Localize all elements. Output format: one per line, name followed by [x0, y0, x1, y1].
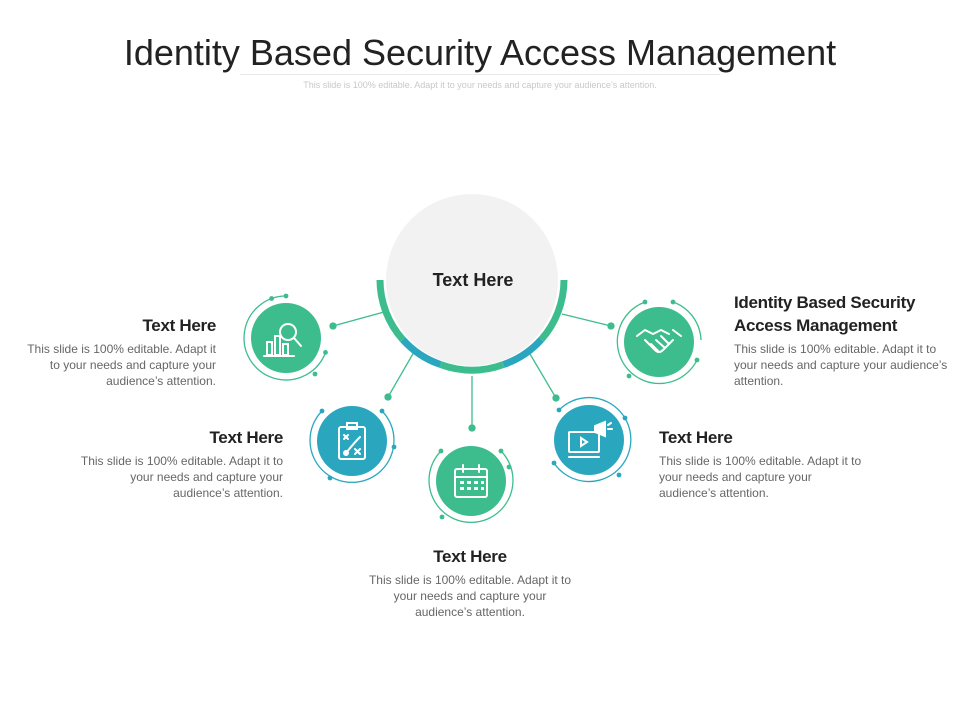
item-2-description: This slide is 100% editable. Adapt it to…: [80, 454, 283, 500]
node-3: [428, 446, 514, 523]
page-title: Identity Based Security Access Managemen…: [123, 32, 837, 73]
hub-ring-green-right: [538, 279, 568, 342]
connectors: [329, 311, 615, 432]
item-5-heading: Identity Based Security Access Managemen…: [734, 293, 916, 335]
item-3-heading: Text Here: [433, 547, 507, 566]
item-4-text: Text Here This slide is 100% editable. A…: [659, 426, 863, 501]
item-3-description: This slide is 100% editable. Adapt it to…: [368, 573, 572, 619]
hub-ring-teal-right: [502, 337, 544, 368]
hub-ring-teal-left: [400, 337, 442, 368]
item-2-text: Text Here This slide is 100% editable. A…: [80, 426, 283, 501]
item-1-heading: Text Here: [142, 316, 216, 335]
analytics-magnifier-icon: [263, 323, 302, 357]
hub-ring-green-left: [376, 279, 406, 342]
item-5-text: Identity Based Security Access Managemen…: [734, 291, 948, 389]
node-2: [309, 406, 397, 483]
page-subtitle: This slide is 100% editable. Adapt it to…: [303, 80, 657, 90]
item-1-description: This slide is 100% editable. Adapt it to…: [27, 342, 216, 388]
title-divider: [240, 74, 720, 75]
node-5: [616, 299, 702, 385]
connector-1: [332, 311, 385, 327]
item-3-text: Text Here This slide is 100% editable. A…: [366, 545, 574, 620]
hub-circle: [386, 194, 558, 366]
connector-4: [529, 353, 557, 399]
item-4-description: This slide is 100% editable. Adapt it to…: [659, 454, 862, 500]
node-4: [551, 396, 632, 483]
item-2-heading: Text Here: [209, 428, 283, 447]
hub-ring: [376, 279, 568, 374]
hub-ring-green-bottom: [439, 361, 505, 374]
item-5-description: This slide is 100% editable. Adapt it to…: [734, 342, 948, 388]
handshake-icon: [636, 329, 682, 353]
connector-5: [561, 313, 612, 327]
node-1: [243, 293, 328, 381]
video-megaphone-icon: [568, 420, 613, 458]
hub-label: Text Here: [432, 270, 514, 290]
strategy-clipboard-icon: [338, 422, 366, 460]
item-4-heading: Text Here: [659, 428, 733, 447]
item-1-text: Text Here This slide is 100% editable. A…: [14, 314, 216, 389]
connector-2: [387, 351, 415, 398]
calendar-icon: [454, 464, 488, 498]
